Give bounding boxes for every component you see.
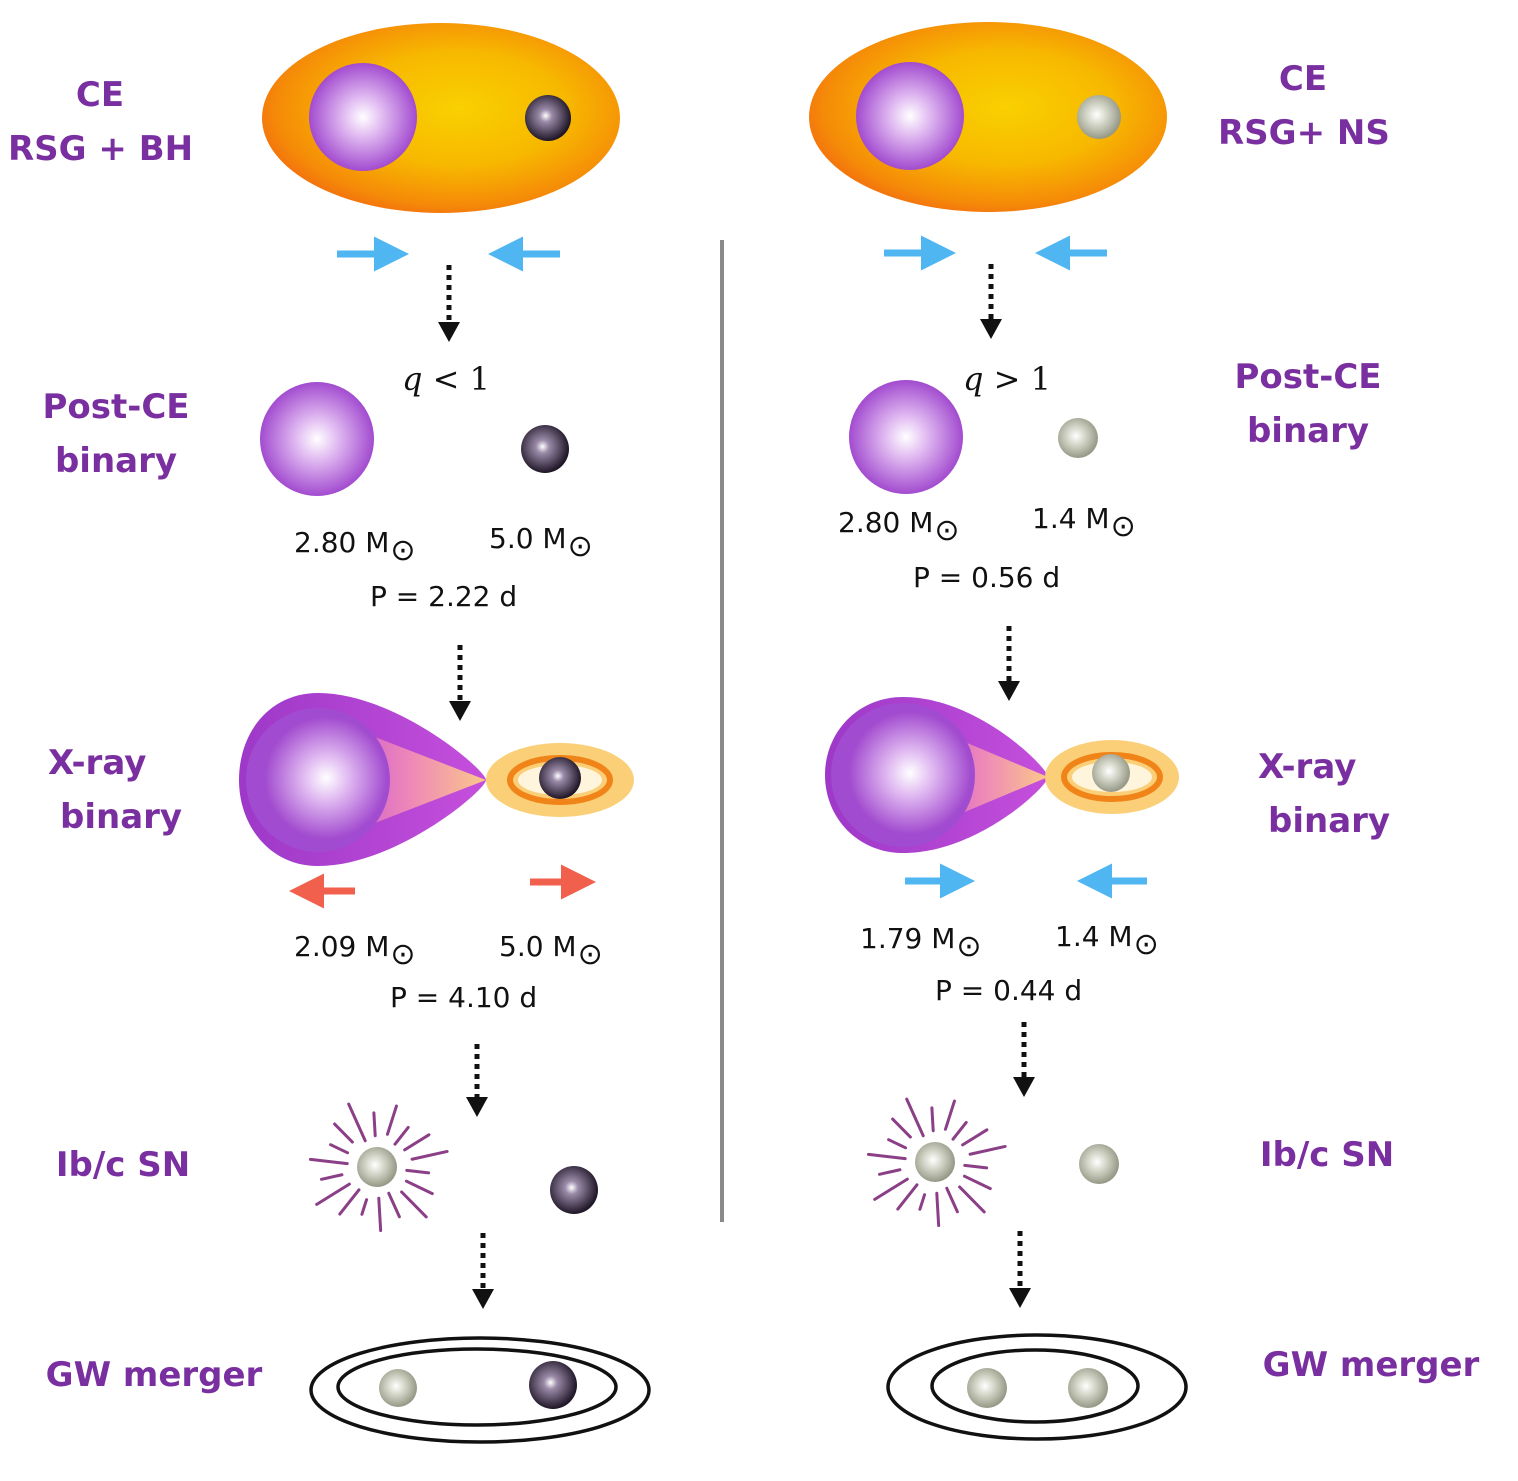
- supernova-ray: [962, 1174, 992, 1191]
- supernova-ray: [963, 1163, 989, 1170]
- stage-label-ce-left: CE RSG + BH: [8, 75, 194, 169]
- supernova-ray: [319, 1173, 344, 1181]
- dotted-down-arrow-icon: [466, 1044, 488, 1117]
- supernova-ray: [400, 1190, 428, 1219]
- stripped-star-right: [849, 380, 963, 494]
- supernova-remnant: [915, 1142, 955, 1182]
- supernova-ray: [360, 1198, 369, 1216]
- stage-label-xray-left: X-ray binary: [48, 743, 183, 837]
- dotted-down-arrow-icon: [1009, 1231, 1031, 1308]
- dotted-down-arrow-icon: [438, 265, 460, 342]
- supernova-burst-icon: [308, 1102, 449, 1233]
- mass-accretor-xray-right: 1.4 M⊙: [1055, 920, 1159, 962]
- xray-binary-left: [239, 693, 634, 866]
- orbit-rings-icon: [886, 1333, 1188, 1441]
- stage-label-postce-right: Post-CE binary: [1234, 357, 1382, 451]
- mass-ratio-relation: < 1: [422, 360, 490, 398]
- supernova-ray: [930, 1106, 935, 1133]
- supernova-ray: [943, 1099, 956, 1131]
- period-postce-right: P = 0.56 d: [913, 561, 1061, 594]
- stage-label-gw-left: GW merger: [45, 1355, 263, 1395]
- supernova-ray: [968, 1144, 1007, 1156]
- supernova-remnant: [357, 1147, 397, 1187]
- mass-accretor-postce-left: 5.0 M⊙: [489, 522, 593, 564]
- supernova-ray: [329, 1143, 350, 1155]
- mass-donor-xray-right: 1.79 M⊙: [860, 922, 982, 964]
- supernova-ray: [877, 1168, 902, 1176]
- supernova-ray: [372, 1111, 377, 1138]
- period-xray-left: P = 4.10 d: [390, 981, 538, 1014]
- orbit-rings-icon: [309, 1336, 651, 1444]
- neutron-star-merger: [1068, 1368, 1108, 1408]
- mass-ratio-symbol: q: [402, 360, 423, 398]
- red-supergiant-core: [856, 62, 964, 170]
- supernova-ray: [945, 1186, 959, 1214]
- xray-binary-right: [825, 697, 1179, 853]
- mass-accretor-postce-right: 1.4 M⊙: [1032, 502, 1136, 544]
- dotted-down-arrow-icon: [449, 645, 471, 721]
- stripped-star-left: [260, 382, 374, 496]
- period-xray-right: P = 0.44 d: [935, 974, 1083, 1007]
- black-hole: [525, 95, 571, 141]
- common-envelope-left: [262, 23, 620, 213]
- black-hole-sn: [550, 1166, 598, 1214]
- supernova-ray: [896, 1183, 919, 1211]
- black-hole-merger: [529, 1361, 577, 1409]
- supernova-ray: [961, 1128, 989, 1147]
- supernova-ray: [403, 1133, 431, 1152]
- supernova-ray: [935, 1191, 941, 1228]
- stage-label-sn-left: Ib/c SN: [55, 1145, 191, 1185]
- supernova-ray: [891, 1117, 912, 1139]
- supernova-ray: [866, 1152, 907, 1161]
- red-supergiant-core: [309, 63, 417, 171]
- supernova-ray: [958, 1185, 986, 1214]
- supernova-ray: [905, 1097, 925, 1138]
- supernova-ray: [393, 1125, 410, 1146]
- mass-ratio-relation: > 1: [983, 360, 1051, 398]
- mass-donor-postce-left: 2.80 M⊙: [294, 526, 416, 568]
- supernova-ray: [308, 1157, 349, 1166]
- neutron-star-sn: [1079, 1144, 1119, 1184]
- black-hole-postce: [521, 425, 569, 473]
- supernova-ray: [315, 1182, 351, 1206]
- supernova-ray: [333, 1122, 354, 1144]
- supernova-ray: [918, 1193, 927, 1211]
- dotted-down-arrow-icon: [980, 264, 1002, 339]
- dotted-down-arrow-icon: [1013, 1022, 1035, 1097]
- period-postce-left: P = 2.22 d: [370, 580, 518, 613]
- mass-donor-xray-left: 2.09 M⊙: [294, 930, 416, 972]
- stage-label-sn-right: Ib/c SN: [1259, 1135, 1395, 1175]
- common-envelope-right: [809, 22, 1167, 212]
- supernova-ray: [873, 1177, 909, 1201]
- supernova-ray: [338, 1188, 361, 1216]
- supernova-ray: [377, 1196, 383, 1233]
- supernova-ray: [387, 1191, 401, 1219]
- supernova-ray: [887, 1138, 908, 1150]
- supernova-ray: [405, 1168, 431, 1175]
- supernova-burst-icon: [866, 1097, 1007, 1228]
- stage-label-xray-right: X-ray binary: [1258, 747, 1391, 841]
- dotted-down-arrow-icon: [998, 626, 1020, 701]
- neutron-star: [1077, 95, 1121, 139]
- stage-label-ce-right: CE RSG+ NS: [1218, 59, 1390, 153]
- mass-ratio-symbol: q: [963, 360, 984, 398]
- stage-label-postce-left: Post-CE binary: [42, 387, 190, 481]
- mass-accretor-xray-left: 5.0 M⊙: [499, 930, 603, 972]
- supernova-ray: [385, 1104, 398, 1136]
- neutron-star-postce: [1058, 418, 1098, 458]
- supernova-ray: [347, 1102, 367, 1143]
- stage-label-gw-right: GW merger: [1262, 1345, 1480, 1385]
- supernova-ray: [951, 1120, 968, 1141]
- dotted-down-arrow-icon: [472, 1233, 494, 1309]
- supernova-ray: [410, 1149, 449, 1161]
- mass-ratio-left: q < 1: [402, 360, 490, 398]
- neutron-star-merger: [379, 1369, 417, 1407]
- supernova-ray: [404, 1179, 434, 1196]
- neutron-star-merger: [967, 1368, 1007, 1408]
- mass-donor-postce-right: 2.80 M⊙: [838, 506, 960, 548]
- mass-ratio-right: q > 1: [963, 360, 1051, 398]
